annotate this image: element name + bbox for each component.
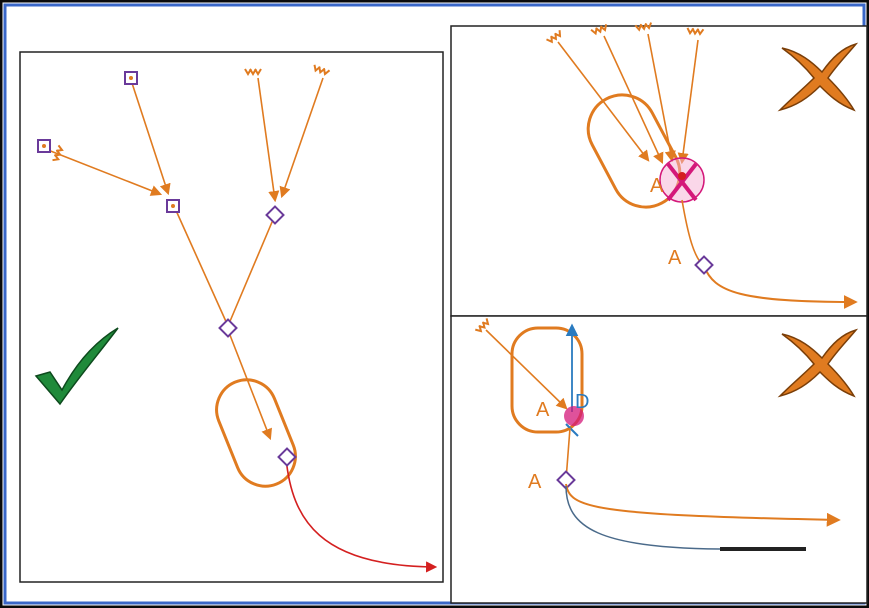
top-right-exit-curve [703,265,858,309]
left-trunk-line [227,329,272,441]
top-right-line-1 [557,41,650,162]
left-branch-line-4 [279,77,324,199]
bottom-right-d-label: D [575,391,589,413]
top-right-merge-label: A [668,247,682,269]
bottom-right-blue-exit [565,485,721,550]
bottom-right-orange-exit [565,483,841,527]
left-node-square-1 [124,71,138,85]
left-merge-line-1 [173,205,229,327]
cross-icon [777,42,859,112]
bottom-right-conflict-label: A [536,399,550,421]
left-merge-line-2 [227,214,276,327]
left-node-square-3 [166,199,180,213]
top-right-conflict-label: A [650,175,664,197]
checkmark-icon [34,327,119,406]
top-right-zone-capsule [586,93,682,209]
top-right-line-3 [647,33,676,163]
left-zone-capsule [215,378,297,488]
bottom-right-conflict-marker [564,406,584,437]
bottom-right-panel: A D A [450,315,868,604]
cross-icon [777,328,859,398]
top-right-line-2 [603,35,664,165]
left-exit-curve [285,457,438,573]
bottom-right-zone-capsule [510,326,584,434]
bottom-right-merge-label: A [528,471,542,493]
top-right-panel-border [450,25,868,317]
left-branch-line-1 [47,149,163,196]
left-node-square-2 [37,139,51,153]
top-right-line-4 [677,39,699,165]
left-panel [19,51,444,583]
bottom-right-line-1 [485,329,568,410]
left-branch-line-3 [257,77,280,203]
top-right-panel: A A [450,21,868,317]
top-right-conflict-marker [659,157,705,203]
left-branch-line-2 [130,79,171,196]
